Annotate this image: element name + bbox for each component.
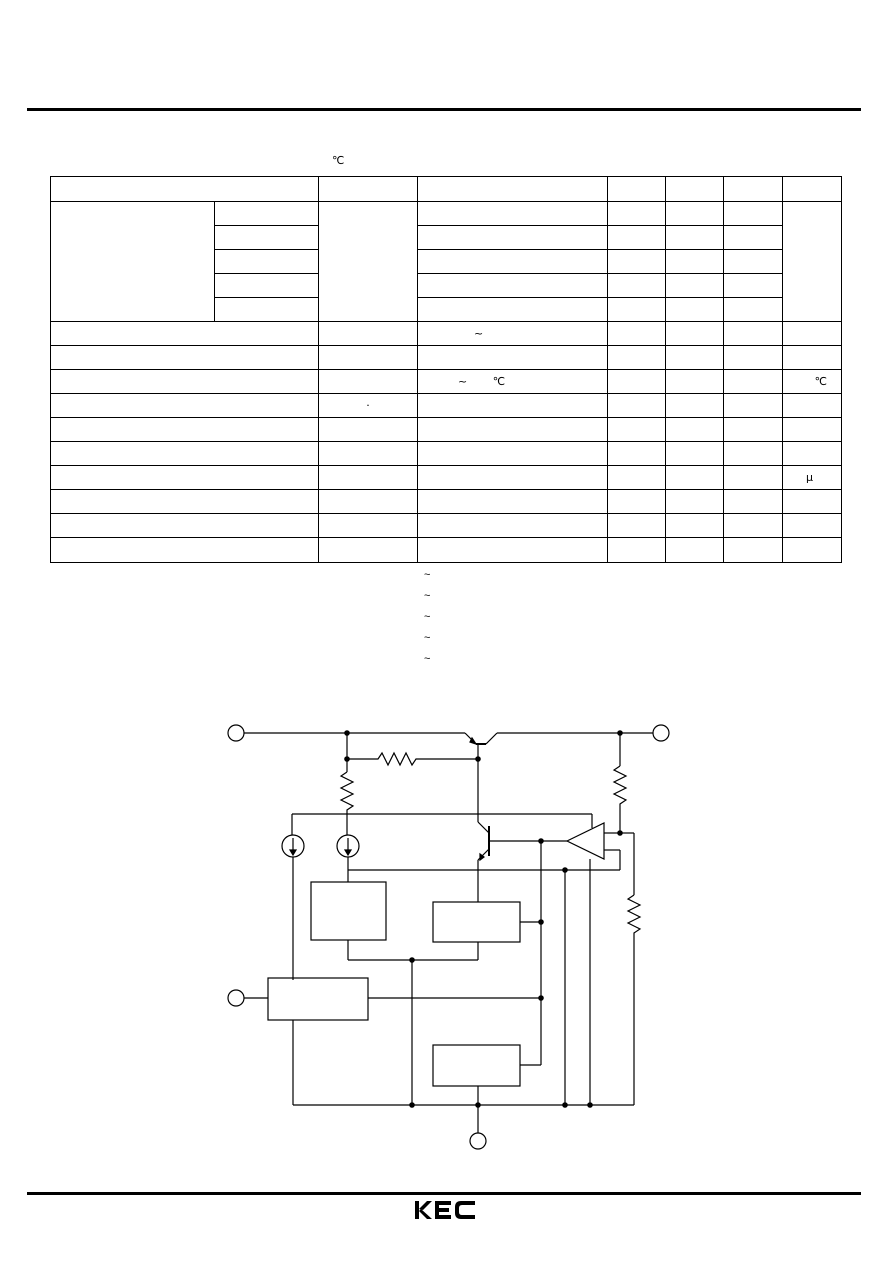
table-row [50, 345, 842, 370]
error-amplifier-icon [565, 822, 605, 860]
header-characteristic-cell [50, 176, 319, 202]
table-row [50, 417, 842, 442]
ground-terminal [469, 1132, 487, 1150]
kec-logo [413, 1199, 479, 1226]
note-mark: ~ [424, 611, 431, 623]
table-row [50, 201, 842, 322]
table-row [50, 489, 842, 514]
condition-range-mark: ~ [474, 327, 484, 340]
temperature-unit-note: ℃ [332, 154, 345, 167]
note-mark: ~ [424, 653, 431, 665]
output-voltage-symbol-cell [318, 201, 418, 322]
table-row [50, 537, 842, 563]
header-min-cell [607, 176, 666, 202]
notes-list: ~ ~ ~ ~ ~ [424, 569, 430, 674]
table-row: · [50, 393, 842, 418]
kec-logo-mark [415, 1201, 475, 1219]
control-terminal [227, 989, 245, 1007]
base-resistor-icon [347, 751, 478, 767]
note-mark: ~ [424, 590, 431, 602]
junction-dot [538, 919, 544, 925]
table-row [50, 513, 842, 538]
feedback-resistor-icon [612, 765, 628, 833]
header-rule [27, 108, 861, 111]
table-row [51, 225, 842, 250]
table-row [51, 273, 842, 298]
reference-block [310, 881, 387, 941]
protection-block [432, 901, 521, 943]
table-header-row [50, 176, 842, 202]
driver-transistor-symbol [477, 821, 567, 902]
table-row [51, 297, 842, 322]
input-terminal [227, 724, 245, 742]
control-block [267, 977, 369, 1021]
junction-dot [538, 995, 544, 1001]
pass-transistor-symbol [464, 732, 498, 822]
table-row: ~ ℃ ℃ [50, 369, 842, 394]
output-voltage-group-cell [50, 201, 215, 322]
bias-resistor-icon [339, 771, 355, 814]
output-terminal [652, 724, 670, 742]
thermal-block [432, 1044, 521, 1087]
output-voltage-unit-cell [782, 201, 842, 322]
junction-dot [587, 1102, 593, 1108]
junction-dot [344, 756, 350, 762]
junction-dot [409, 1102, 415, 1108]
table-row [51, 249, 842, 274]
divider-resistor-icon [626, 894, 642, 1105]
condition-range-mark: ~ [458, 375, 468, 388]
junction-dot [475, 756, 481, 762]
footer-rule [27, 1192, 861, 1195]
junction-dot [562, 1102, 568, 1108]
header-symbol-cell [318, 176, 418, 202]
note-mark: ~ [424, 632, 431, 644]
electrical-characteristics-table: ~ ~ ℃ ℃ · μ [50, 176, 842, 563]
table-row: μ [50, 465, 842, 490]
condition-unit: ℃ [492, 375, 506, 388]
note-mark: ~ [424, 569, 431, 581]
